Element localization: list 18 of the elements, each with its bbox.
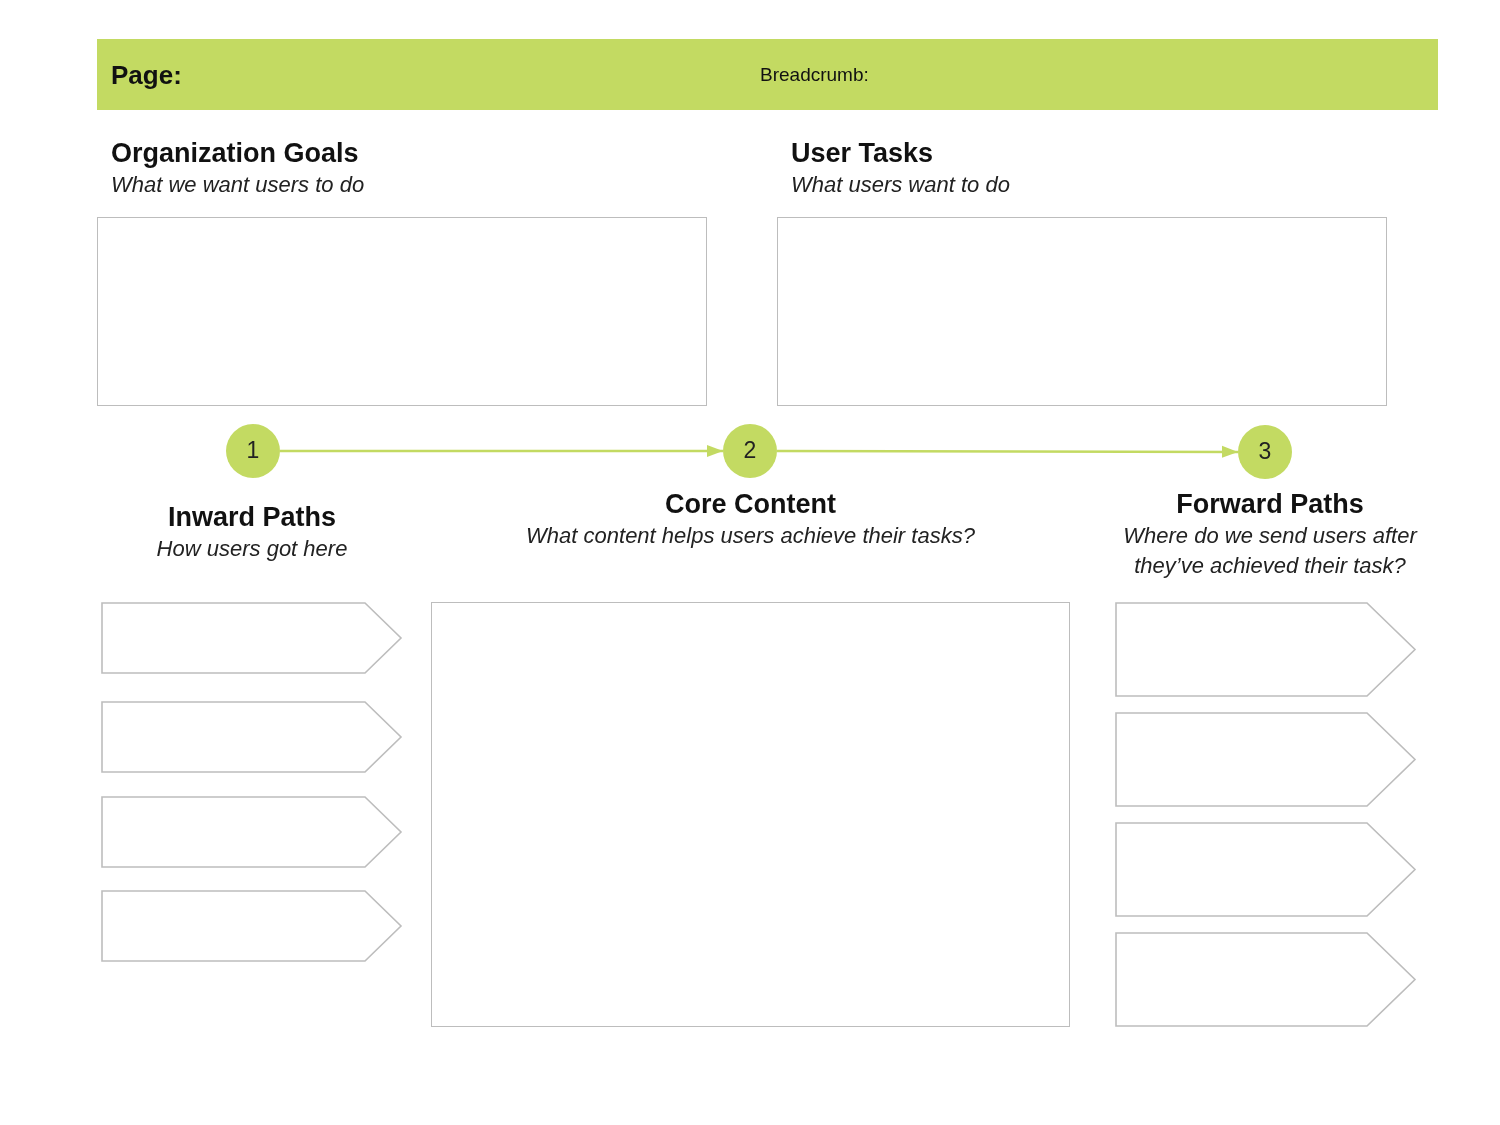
arrow xyxy=(777,445,1238,458)
section-heading: Inward Paths xyxy=(166,501,337,533)
section-subtitle: How users got here xyxy=(155,535,349,563)
page-label: Page: xyxy=(111,58,182,91)
section-heading: Core Content xyxy=(664,488,837,520)
section-heading: Forward Paths xyxy=(1175,488,1365,520)
section-subtitle: Where do we send users after they’ve achieved their task? xyxy=(1122,522,1419,580)
section-subtitle: What users want to do xyxy=(791,171,1010,199)
section-subtitle: What we want users to do xyxy=(111,171,365,199)
header-bar xyxy=(97,39,1438,110)
breadcrumb-label: Breadcrumb: xyxy=(760,62,869,87)
section-heading: User Tasks xyxy=(791,137,934,169)
step-circle: 3 xyxy=(1238,425,1292,479)
step-circle: 2 xyxy=(723,424,777,478)
section-subtitle: What content helps users achieve their tasks? xyxy=(525,522,976,550)
section-heading: Organization Goals xyxy=(111,137,359,169)
arrow xyxy=(280,445,723,457)
step-circle: 1 xyxy=(226,424,280,478)
